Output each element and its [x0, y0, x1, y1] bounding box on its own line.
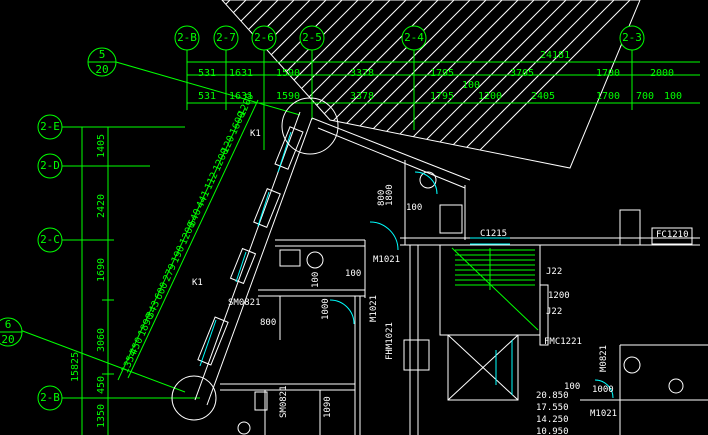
elev-2: 17.550 — [536, 403, 569, 413]
fhm-label: FHM1021 — [385, 322, 395, 360]
sec6-top: 6 — [5, 318, 12, 331]
top2-dim-11: 100 — [664, 91, 682, 102]
dim-1000b: 1000 — [592, 385, 614, 395]
k1-label-a: K1 — [250, 129, 261, 139]
bubble-2E: 2-E — [40, 120, 60, 133]
diag-dim: 279 — [162, 262, 179, 283]
m1021-label-a: M1021 — [373, 255, 400, 265]
top2-dim-6: 100 — [462, 80, 480, 91]
sec5-top: 5 — [99, 48, 106, 61]
section-bubbles: 5 20 6 20 — [0, 47, 117, 347]
top2-dim-2: 1631 — [229, 91, 253, 102]
c1215-label: C1215 — [480, 229, 507, 239]
interior-walls — [220, 160, 708, 435]
dim-800b: 800 — [260, 318, 276, 328]
top-dim-5: 1795 — [430, 68, 454, 79]
dim-1200: 1200 — [548, 291, 570, 301]
top-dim-2: 1631 — [229, 68, 253, 79]
top-grid-bubbles: 2-B 2-7 2-6 2-5 2-4 2-3 — [174, 25, 645, 51]
dim-100d: 100 — [311, 272, 321, 288]
diag-dim: 1354 — [120, 349, 140, 375]
dim-100c: 100 — [564, 382, 580, 392]
dim-1800: 1800 — [385, 184, 395, 206]
dim-1000: 1000 — [321, 298, 331, 320]
top2-dim-5: 1795 — [430, 91, 454, 102]
left-dim-2: 2420 — [96, 194, 107, 218]
left-dimension-chain: 1405 2420 1690 3060 450 1350 15825 — [70, 127, 114, 435]
dim-1090: 1090 — [323, 396, 333, 418]
fmc-label: FMC1221 — [544, 337, 582, 347]
angled-wall — [171, 97, 471, 421]
top2-dim-4: 3378 — [350, 91, 374, 102]
bubble-2C: 2-C — [40, 233, 60, 246]
bubble-26: 2-6 — [254, 31, 274, 44]
diag-dim: 1600 — [228, 110, 248, 136]
top2-dim-7: 1200 — [478, 91, 502, 102]
dim-800: 800 — [377, 190, 387, 206]
top2-dim-3: 1590 — [276, 91, 300, 102]
grid-lines — [19, 50, 633, 399]
elev-3: 14.250 — [536, 415, 569, 425]
top-dim-4: 3378 — [350, 68, 374, 79]
top-dim-3: 1590 — [276, 68, 300, 79]
stair — [451, 247, 539, 331]
diagonal-dimension-chain: 1200160012012001124416401200190279600343… — [117, 92, 259, 381]
top2-dim-10: 700 — [636, 91, 654, 102]
m1021-label-c: M1021 — [590, 409, 617, 419]
bubble-25: 2-5 — [302, 31, 322, 44]
fc-label: FC1210 — [656, 230, 689, 240]
elev-4: 10.950 — [536, 427, 569, 435]
diag-dim: 112 — [203, 171, 220, 192]
top-dim-6: 3705 — [510, 68, 534, 79]
top2-dim-9: 1700 — [596, 91, 620, 102]
left-dim-6: 1350 — [96, 404, 107, 428]
sec5-bottom: 20 — [95, 63, 108, 76]
hatch-line — [222, 0, 295, 151]
elev-1: 20.850 — [536, 391, 569, 401]
top2-dim-1: 531 — [198, 91, 216, 102]
m1021-label-b: M1021 — [369, 295, 379, 322]
elevation-stack: 20.850 17.550 14.250 10.950 — [536, 391, 569, 435]
left-dim-1: 1405 — [96, 134, 107, 158]
diag-dim: 441 — [195, 189, 212, 210]
k1-label-b: K1 — [192, 278, 203, 288]
dim-100b: 100 — [345, 269, 361, 279]
bubble-27: 2-7 — [216, 31, 236, 44]
top-overall-dim: 24181 — [540, 50, 570, 61]
top-dimension-chain: 24181 531 1631 1590 3378 1795 3705 1700 … — [187, 50, 700, 104]
left-overall-dim: 15825 — [70, 352, 81, 382]
diag-dim: 1890 — [137, 312, 157, 338]
sm0821-label: SM0821 — [228, 298, 261, 308]
top-dim-1: 531 — [198, 68, 216, 79]
sec6-bottom: 20 — [1, 333, 14, 346]
m0821-label: M0821 — [599, 345, 609, 372]
top2-dim-8: 2405 — [531, 91, 555, 102]
hatch-area — [221, 0, 641, 169]
fixtures — [237, 171, 684, 435]
bubble-23: 2-3 — [622, 31, 642, 44]
left-dim-5: 450 — [96, 376, 107, 394]
left-dim-3: 1690 — [96, 258, 107, 282]
hatch-line — [222, 0, 279, 151]
top-dim-8: 2000 — [650, 68, 674, 79]
sm0821b-label: SM0821 — [279, 385, 289, 418]
diag-dim: 1200 — [212, 147, 232, 173]
left-grid-bubbles: 2-E 2-D 2-C 2-B — [37, 114, 63, 411]
room-labels: K1 K1 SM0821 M1021 M1021 M1021 FHM1021 F… — [192, 129, 689, 419]
diag-dim: 600 — [153, 281, 170, 302]
bubble-2B-left: 2-B — [40, 391, 60, 404]
dim-100a: 100 — [406, 203, 422, 213]
bubble-24: 2-4 — [404, 31, 424, 44]
diag-dim: 190 — [170, 244, 187, 265]
top-dim-7: 1700 — [596, 68, 620, 79]
bubble-2D: 2-D — [40, 159, 60, 172]
left-dim-4: 3060 — [96, 328, 107, 352]
j22-label-a: J22 — [546, 267, 562, 277]
j22-label-b: J22 — [546, 307, 562, 317]
bubble-2B: 2-B — [177, 31, 197, 44]
